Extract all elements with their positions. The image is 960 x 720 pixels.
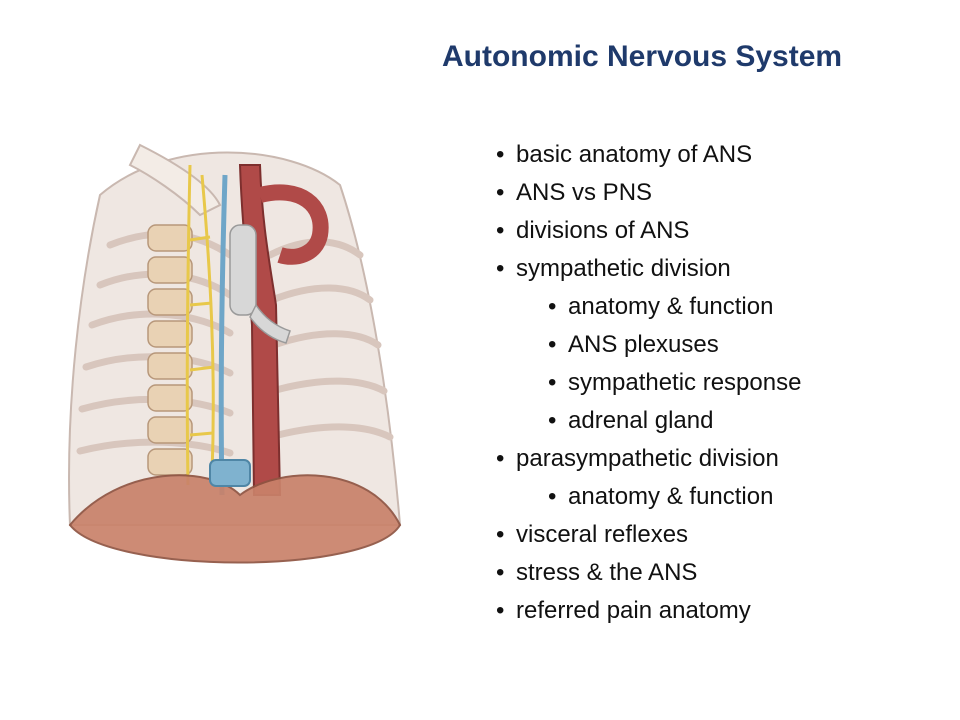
bullet-icon: • xyxy=(548,331,557,358)
sympathetic-trunk xyxy=(185,164,215,486)
list-item: •divisions of ANS xyxy=(496,212,801,250)
bullet-icon: • xyxy=(548,483,557,510)
clavicle xyxy=(128,143,222,217)
list-subitem: •anatomy & function xyxy=(496,478,801,516)
azygos-vein xyxy=(218,174,228,496)
topic-list: •basic anatomy of ANS •ANS vs PNS •divis… xyxy=(496,136,801,630)
diaphragm xyxy=(68,474,402,564)
trachea xyxy=(229,224,291,344)
list-item: •basic anatomy of ANS xyxy=(496,136,801,174)
bullet-icon: • xyxy=(548,407,557,434)
bullet-icon: • xyxy=(548,293,557,320)
bullet-icon: • xyxy=(496,141,505,168)
list-item: •stress & the ANS xyxy=(496,554,801,592)
list-subitem: •adrenal gland xyxy=(496,402,801,440)
list-subitem: •sympathetic response xyxy=(496,364,801,402)
list-item: •referred pain anatomy xyxy=(496,592,801,630)
bullet-icon: • xyxy=(496,597,505,624)
list-item: •parasympathetic division xyxy=(496,440,801,478)
list-item: •visceral reflexes xyxy=(496,516,801,554)
bullet-icon: • xyxy=(496,255,505,282)
list-item: •ANS vs PNS xyxy=(496,174,801,212)
bullet-icon: • xyxy=(496,559,505,586)
bullet-icon: • xyxy=(496,217,505,244)
list-subitem: •ANS plexuses xyxy=(496,326,801,364)
bullet-icon: • xyxy=(496,521,505,548)
vertebral-column xyxy=(147,224,193,476)
esophageal-hiatus xyxy=(209,459,251,487)
bullet-icon: • xyxy=(548,369,557,396)
list-subitem: •anatomy & function xyxy=(496,288,801,326)
thorax-anatomy-illustration xyxy=(68,143,402,564)
bullet-icon: • xyxy=(496,445,505,472)
bullet-icon: • xyxy=(496,179,505,206)
slide-title: Autonomic Nervous System xyxy=(442,40,843,73)
aortic-arch xyxy=(258,184,329,265)
list-item: •sympathetic division xyxy=(496,250,801,288)
